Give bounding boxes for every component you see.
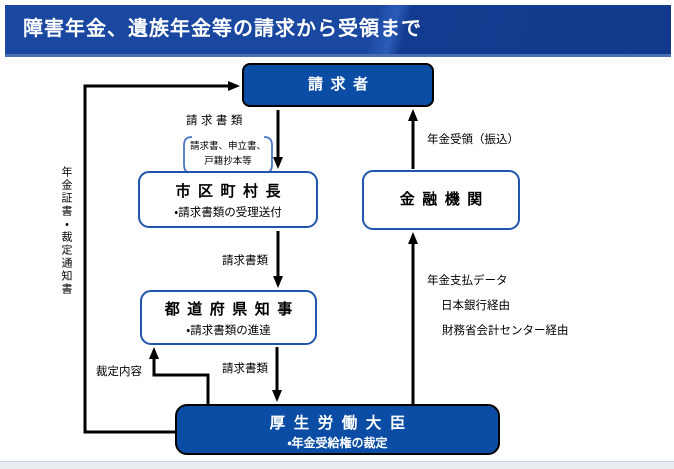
node-claimant: 請求者	[242, 63, 434, 107]
label-receive: 年金受領（振込）	[427, 134, 519, 146]
node-minister-label: 厚生労働大臣	[269, 415, 414, 432]
node-mayor-note: ・請求書類の受理送付	[174, 207, 282, 219]
label-via-mof: 財務省会計センター経由	[442, 325, 569, 337]
node-mayor: 市区町村長 ・請求書類の受理送付	[138, 171, 318, 228]
node-governor-label: 都道府県知事	[164, 301, 300, 318]
node-mayor-label: 市区町村長	[175, 183, 288, 200]
label-certificate: 年金証書・裁定通知書	[60, 166, 72, 296]
node-minister-note: ・年金受給権の裁定	[287, 436, 388, 450]
label-claim-docs-1: 請求書類	[186, 115, 246, 127]
label-claim-docs-2: 請求書類	[222, 255, 268, 267]
label-claim-docs-note-line1: 請求書、申立書、	[189, 141, 266, 152]
title-banner: 障害年金、遺族年金等の請求から受領まで	[5, 5, 671, 57]
edge-minister-claimant	[83, 81, 240, 434]
node-minister: 厚生労働大臣 ・年金受給権の裁定	[175, 404, 500, 455]
label-decision: 裁定内容	[96, 366, 142, 378]
node-governor-note: ・請求書類の進達	[186, 325, 271, 337]
node-bank-label: 金融機関	[399, 191, 490, 208]
label-claim-docs-note: 請求書、申立書、 戸籍抄本等	[187, 139, 269, 169]
label-via-boj: 日本銀行経由	[441, 300, 510, 312]
label-claim-docs-note-line2: 戸籍抄本等	[204, 156, 252, 167]
edge-minister-governor	[149, 347, 210, 404]
label-pay-data: 年金支払データ	[427, 275, 508, 287]
label-claim-docs-3: 請求書類	[222, 363, 268, 375]
page-title: 障害年金、遺族年金等の請求から受領まで	[23, 18, 422, 40]
node-claimant-label: 請求者	[307, 76, 376, 93]
node-governor: 都道府県知事 ・請求書類の進達	[140, 290, 317, 345]
footer-strip	[0, 461, 674, 469]
node-bank: 金融機関	[362, 170, 520, 230]
